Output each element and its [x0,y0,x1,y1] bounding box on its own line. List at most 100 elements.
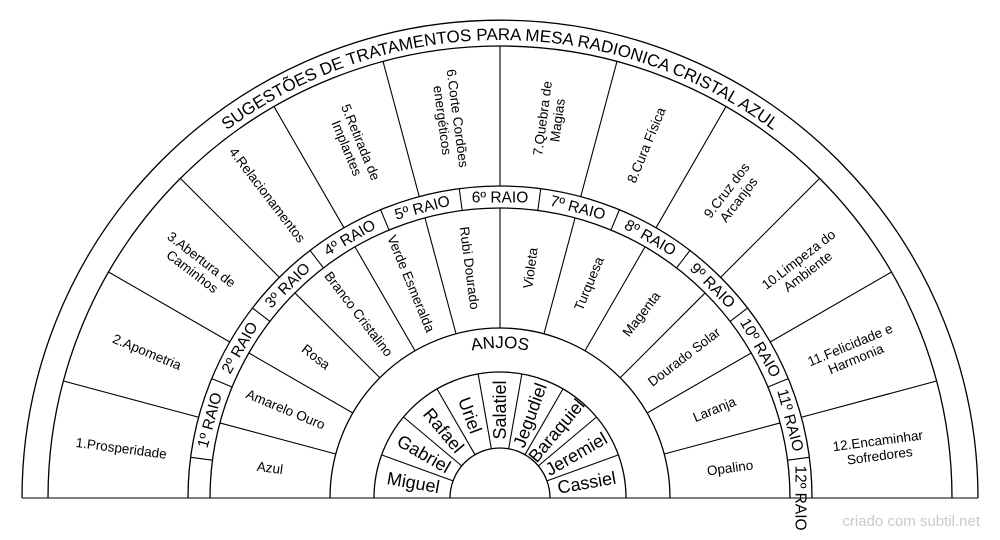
ray-divider [252,307,271,322]
ray-color-label-line: Branco Cristalino [321,269,395,360]
treatment-divider [801,380,937,418]
ray-divider [676,250,691,269]
ray-color-label: Laranja [691,394,739,425]
ray-color-label-line: Verde Esmeralda [384,233,438,335]
ray-divider [211,378,233,388]
ray-color-label-line: Magenta [619,288,663,339]
color-divider [424,217,457,334]
ray-color-label-line: Rubi Dourado [457,226,483,311]
outer-arc [21,19,979,499]
ray-color-label: Branco Cristalino [321,269,395,360]
ray-label: 12º RAIO [792,465,809,530]
color-divider [219,422,336,455]
ray-color-label: Rosa [299,341,334,372]
color-divider [543,217,576,334]
mid-arc [187,185,813,499]
treatment-divider [382,61,420,197]
treatment-label-line: Magias [547,97,568,142]
angel-label: Uriel [454,394,485,436]
ray-color-label: Violeta [520,246,540,289]
treatment-label: 7.Quebra deMagias [530,80,570,158]
color-divider [294,292,381,379]
ray-color-label-line: Azul [256,459,284,477]
angel-divider [381,454,454,482]
treatment-label: 8.Cura Física [624,105,669,185]
ray-color-label-line: Turquesa [571,254,607,312]
treatment-divider [63,380,199,418]
treatment-label-line: 4.Relacionamentos [226,145,308,246]
ray-color-label-line: Dourado Solar [645,324,724,389]
ray-label: 6º RAIO [472,190,528,207]
treatment-label: 11.Felicidade eHarmonia [805,321,900,383]
angels-label: ANJOS [470,333,531,355]
treatment-label: 9.Cruz dosArcanjos [701,160,765,230]
angel-divider [403,416,463,467]
treatment-label: 6.Corte Cordõesenergéticos [429,68,472,170]
ray-divider [458,188,463,211]
ray-color-label-line: Violeta [520,246,540,289]
ray-divider [537,188,542,211]
treatment-divider [655,106,727,229]
ray-color-label: Turquesa [571,254,607,312]
treatment-label: 12.EncaminharSofredores [832,427,926,469]
treatment-label: 4.Relacionamentos [226,145,308,246]
treatment-label: 10.Limpeza doAmbiente [759,227,848,305]
color-divider [664,422,781,455]
angel-divider [524,388,564,455]
treatment-divider [273,106,345,229]
angel-label: Salatiel [490,380,510,439]
treatment-label-line: 2.Apometria [110,331,183,373]
angel-divider [436,388,476,455]
ray-divider [610,209,620,231]
treatment-label: 3.Abertura deCaminhos [155,229,238,303]
treatment-divider [720,177,821,278]
ray-divider [787,456,810,461]
angel-label: Cassiel [556,468,618,498]
treatment-label: 2.Apometria [110,331,183,373]
ray-color-label-line: Opalino [706,457,754,478]
angel-divider [477,373,492,449]
watermark: criado com subtil.net [842,513,980,530]
ray-color-label: Amarelo Ouro [244,386,327,432]
treatment-label-line: 1.Prosperidade [75,435,168,462]
ray-color-label-line: Rosa [299,341,334,372]
ray-color-label: Dourado Solar [645,324,724,389]
ray-color-label-line: Laranja [691,394,739,425]
color-divider [354,246,416,352]
color-divider [646,352,752,414]
color-divider [584,246,646,352]
ray-color-label-line: Amarelo Ouro [244,386,327,432]
treatment-label: 5.Retirada deImplantes [324,102,383,188]
ray-divider [729,307,748,322]
treatment-label-line: 8.Cura Física [624,105,669,185]
color-divider [248,352,354,414]
angel-divider [546,454,619,482]
treatment-divider [108,271,231,343]
hub-arc [449,447,551,499]
angel-divider [508,373,523,449]
ray-color-label: Azul [256,459,284,477]
svg-text:ANJOS: ANJOS [470,333,531,355]
treatment-divider [179,177,280,278]
treatment-label: 1.Prosperidade [75,435,168,462]
ray-color-label: Opalino [706,457,754,478]
treatment-divider [580,61,618,197]
diagram-lines [21,19,979,499]
angels-inner-arc [373,371,627,499]
color-divider [619,292,706,379]
ray-divider [309,250,324,269]
angels-label-text: ANJOS [470,333,531,355]
treatment-divider [769,271,892,343]
ray-label: 11º RAIO [773,387,806,453]
angel-label: Miguel [385,468,441,497]
ray-color-label: Magenta [619,288,663,339]
ray-color-label: Verde Esmeralda [384,233,438,335]
angel-divider [537,416,597,467]
ray-divider [190,456,213,461]
ray-color-label: Rubi Dourado [457,226,483,311]
ray-divider [380,209,390,231]
ray-divider [767,378,789,388]
